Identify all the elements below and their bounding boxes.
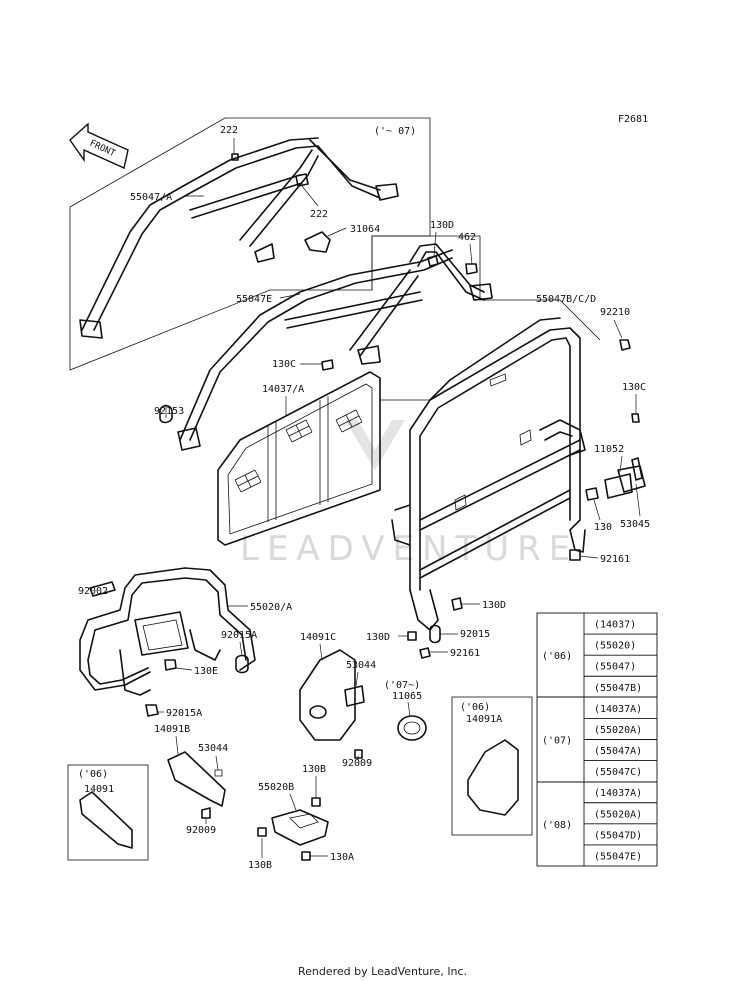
callout-92015: 92015: [460, 629, 490, 640]
callout-55047bcd: 55047B/C/D: [536, 294, 596, 305]
front-bumper-55020a: [79, 567, 256, 696]
callout-53045: 53045: [620, 519, 650, 530]
roll-cage-upper-55047a: [79, 137, 399, 339]
callout-130d-l: 130D: [366, 632, 390, 643]
callout-130e: 130E: [194, 666, 218, 677]
callout-14091: 14091: [84, 784, 114, 795]
table-part-2-0: (14037A): [594, 788, 642, 799]
callout-06-label-a: ('06): [78, 769, 108, 780]
callout-55020b: 55020B: [258, 782, 294, 793]
skid-55020b: [271, 809, 329, 846]
figure-code: F2681: [618, 114, 648, 125]
callout-92015a-b: 92015A: [166, 708, 202, 719]
callout-92002: 92002: [78, 586, 108, 597]
callout-55020a: 55020/A: [250, 602, 292, 613]
callout-92210: 92210: [600, 307, 630, 318]
callout-55047-a: 55047/A: [130, 192, 172, 203]
callout-130a: 130A: [330, 852, 354, 863]
callout-130: 130: [594, 522, 612, 533]
callout-222-b: 222: [310, 209, 328, 220]
watermark-text: LEADVENTURE: [240, 529, 578, 569]
year-applicability-table: ('06) (14037) (55020) (55047) (55047B) ('07) (…: [536, 612, 658, 867]
roll-cage-rear-55047bcd: [391, 317, 586, 631]
callout-130b-bot: 130B: [248, 860, 272, 871]
callout-53044-a: 53044: [346, 660, 376, 671]
table-part-2-2: (55047D): [594, 830, 642, 841]
table-part-0-0: (14037): [594, 620, 636, 631]
roll-cage-front-55047e: [177, 243, 493, 451]
table-part-1-1: (55020A): [594, 725, 642, 736]
inset-14091: [67, 764, 149, 861]
callout-130d-r: 130D: [482, 600, 506, 611]
callout-130d-top: 130D: [430, 220, 454, 231]
callout-92015a-a: 92015A: [221, 630, 257, 641]
callout-222-a: 222: [220, 125, 238, 136]
callout-53044-b: 53044: [198, 743, 228, 754]
callout-frame-2: [380, 329, 551, 401]
table-part-0-3: (55047B): [594, 683, 642, 694]
table-part-2-1: (55020A): [594, 809, 642, 820]
callout-92153: 92153: [154, 406, 184, 417]
panel-14091b: [167, 751, 226, 807]
callout-92009-a: 92009: [342, 758, 372, 769]
callout-31064: 31064: [350, 224, 380, 235]
footer-credit: Rendered by LeadVenture, Inc.: [298, 965, 467, 978]
fastener-icons: [89, 153, 640, 861]
callout-labels: 222 222 55047/A 31064 130D 462 55047E 55…: [78, 125, 650, 871]
callout-130c-right: 130C: [622, 382, 646, 393]
callout-462: 462: [458, 232, 476, 243]
callout-14037a: 14037/A: [262, 384, 304, 395]
table-part-0-1: (55020): [594, 641, 636, 652]
callout-14091a: 14091A: [466, 714, 502, 725]
rear-net-14037a: [217, 371, 381, 546]
grommet-11065-icon: [397, 715, 427, 741]
callout-92161-a: 92161: [600, 554, 630, 565]
table-part-0-2: (55047): [594, 662, 636, 673]
callout-92161-b: 92161: [450, 648, 480, 659]
callout-14091c: 14091C: [300, 632, 336, 643]
callout-130b-top: 130B: [302, 764, 326, 775]
callout-11065: 11065: [392, 691, 422, 702]
front-arrow-icon: FRONT: [69, 122, 129, 169]
callout-06-label-b: ('06): [460, 702, 490, 713]
panel-14091c: [299, 649, 427, 741]
latch-11052-53045: [604, 457, 646, 499]
inset-14091a: [451, 696, 533, 836]
table-part-1-0: (14037A): [594, 704, 642, 715]
watermark: LEADVENTURE: [240, 420, 578, 569]
inset-year-label: ('~ 07): [374, 126, 416, 137]
callout-92009-b: 92009: [186, 825, 216, 836]
table-year-2: ('08): [542, 820, 572, 831]
callout-55047e: 55047E: [236, 294, 272, 305]
callout-07-label: ('07~): [384, 680, 420, 691]
table-part-1-2: (55047A): [594, 746, 642, 757]
callout-14091b: 14091B: [154, 724, 190, 735]
callout-130c-mid: 130C: [272, 359, 296, 370]
callout-frame: [371, 235, 601, 341]
table-part-1-3: (55047C): [594, 767, 642, 778]
callout-11052: 11052: [594, 444, 624, 455]
table-part-2-3: (55047E): [594, 851, 642, 862]
table-year-0: ('06): [542, 651, 572, 662]
table-year-1: ('07): [542, 735, 572, 746]
